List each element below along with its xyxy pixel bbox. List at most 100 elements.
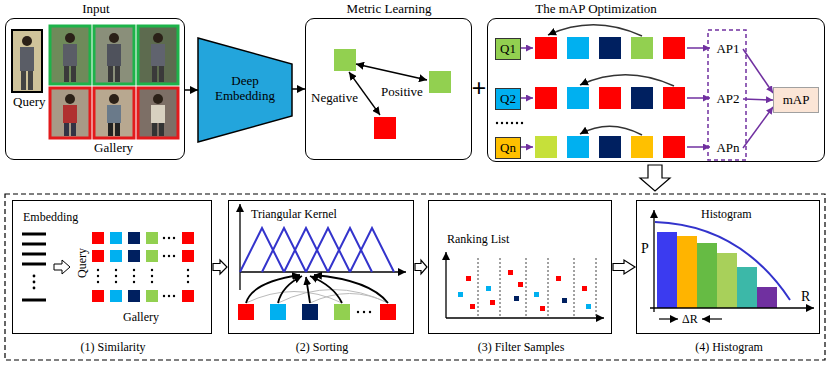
negative-photo (94, 88, 134, 138)
ellipsis-dots (369, 311, 371, 313)
triangular-kernel (328, 228, 372, 272)
node-text: AP1 (716, 42, 739, 57)
flow-arrow (521, 97, 533, 99)
query-photo (21, 71, 26, 90)
negative-photo (71, 123, 76, 136)
node-text: AP2 (716, 92, 739, 107)
node-text: mAP (783, 93, 810, 108)
sample-square (238, 304, 254, 320)
negative-photo (63, 105, 77, 123)
ranked-point (518, 282, 523, 287)
ellipsis-dots (33, 275, 36, 290)
sample-square (380, 304, 396, 320)
positive-photo (109, 33, 119, 43)
node-text: Gallery (94, 141, 133, 156)
axis (240, 204, 406, 290)
ellipsis-dots (133, 269, 135, 271)
ap-curve (655, 222, 790, 300)
soft-link (246, 290, 388, 304)
ellipsis-dots (173, 295, 175, 297)
sample-square (238, 304, 396, 320)
node-text: Triangular Kernel (251, 208, 337, 222)
ranked-sample (567, 87, 589, 109)
similarity-grid (92, 232, 104, 244)
ellipsis-dots (97, 281, 99, 283)
embedding-point (429, 71, 451, 93)
ranked-point (458, 270, 591, 311)
ranked-point (508, 270, 513, 275)
negative-photo (152, 123, 157, 136)
query-photo (20, 47, 34, 71)
query-box: Q1 (495, 38, 521, 60)
connector (613, 260, 635, 274)
axis (446, 317, 604, 318)
negative-photo (108, 123, 113, 136)
step-box: HistogramPΔRR(4) Histogram (636, 200, 820, 334)
node-text: P (641, 241, 649, 257)
trapezoid-shape (198, 38, 292, 142)
triangular-kernel (240, 228, 284, 272)
positive-photo (107, 44, 121, 66)
histogram-bar (737, 267, 757, 308)
positive-photo (94, 26, 134, 84)
embedding-vector (22, 234, 46, 300)
positive-photo (138, 26, 178, 84)
connector (415, 260, 427, 274)
histogram-bar (757, 287, 777, 308)
histogram-bar (697, 243, 717, 308)
ellipsis-dots (97, 269, 99, 271)
ranked-sample (535, 87, 557, 109)
step-box: EmbeddingQueryGallery(1) Similarity (12, 200, 212, 334)
embedding-vector (22, 233, 46, 236)
ellipsis-dots (501, 122, 503, 124)
flow-arrow (687, 47, 710, 49)
ap-value: AP1 (713, 39, 743, 59)
ellipsis-dots (151, 281, 153, 283)
similarity-grid (110, 290, 122, 302)
ranked-sample (663, 136, 685, 158)
node-text: Embedding (23, 211, 78, 225)
triangular-kernel (284, 228, 328, 272)
axis (446, 252, 604, 318)
node-text: Qn (500, 141, 516, 156)
bin-width-arrow (659, 318, 678, 319)
node-text: Q1 (500, 42, 516, 57)
ellipsis-dots (163, 295, 165, 297)
positive-photo (63, 44, 77, 66)
assignment-arrow (278, 276, 302, 303)
negative-photo (109, 94, 119, 104)
bin-divider (500, 258, 501, 316)
reorder-arrow (548, 25, 642, 36)
negative-photo (115, 123, 120, 136)
assignment-arrow (246, 275, 388, 303)
ellipsis-dots (163, 237, 165, 239)
input-panel: InputQueryGallery (5, 18, 185, 160)
similarity-grid (110, 250, 122, 262)
node-text: Positive (381, 85, 423, 100)
query-photo (22, 36, 32, 46)
node-text: Query (76, 248, 90, 278)
query-photo (12, 30, 42, 92)
node-text: (4) Histogram (695, 341, 763, 355)
ranked-sample (535, 37, 685, 158)
negative-photo (153, 94, 163, 104)
ellipsis-dots (187, 269, 189, 271)
positive-photo (71, 66, 76, 82)
ellipsis-dots (516, 122, 518, 124)
connector (185, 89, 198, 91)
connector (213, 260, 227, 274)
node-text: Input (82, 2, 109, 17)
embedding-vector (22, 243, 46, 246)
ellipsis-dots (496, 122, 498, 124)
positive-photo (151, 44, 165, 66)
negative-photo (50, 88, 178, 138)
ranked-sample (567, 136, 589, 158)
similarity-grid (128, 250, 140, 262)
node-text: Metric Learning (347, 2, 432, 17)
negative-photo (65, 94, 75, 104)
ranked-sample (567, 37, 589, 59)
ellipsis-dots (33, 281, 36, 284)
node-text: (3) Filter Samples (478, 341, 565, 355)
flow-arrow (521, 48, 710, 147)
node-text: Query (13, 95, 46, 110)
